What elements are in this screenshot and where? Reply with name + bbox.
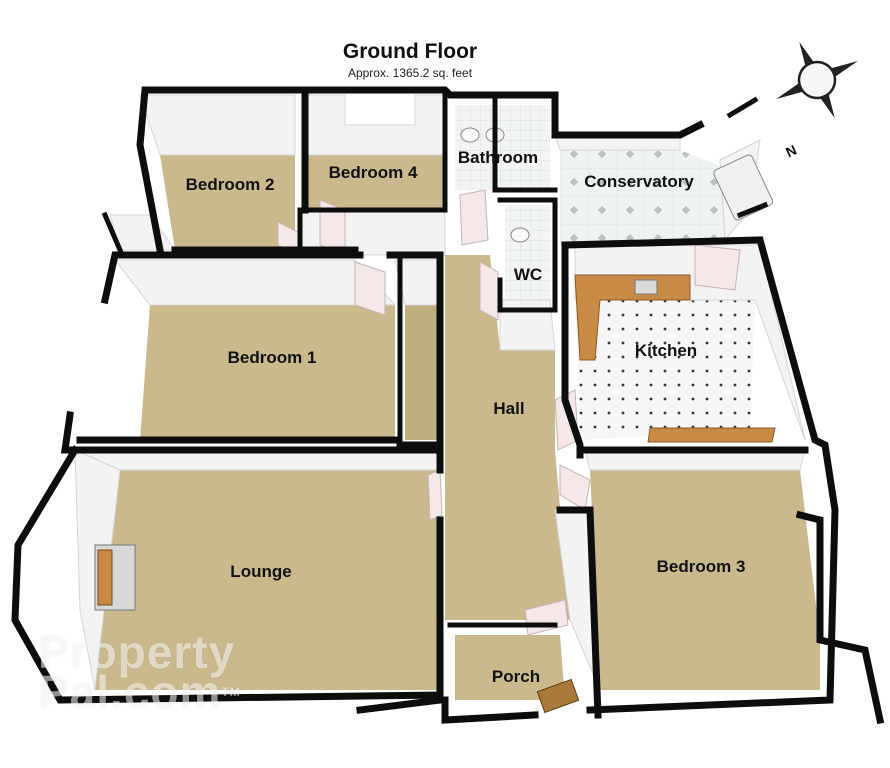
hall-floor [445, 255, 570, 620]
fireplace-icon [94, 544, 136, 611]
bath-icon [713, 154, 774, 221]
doormat-icon [536, 678, 580, 714]
wc-floor [505, 205, 550, 300]
watermark-line2: Pal.com [38, 666, 222, 718]
watermark-line1: Property [38, 626, 236, 678]
watermark-logo: Property Pal.comTM [38, 626, 241, 715]
toilet-icon [460, 127, 530, 243]
porch-floor [455, 635, 565, 700]
kitchen-floor [575, 300, 755, 440]
bedroom4-floor [305, 155, 445, 210]
room-label-bedroom4: Bedroom 4 [328, 163, 418, 182]
bathroom-floor [455, 105, 550, 190]
doors [277, 189, 741, 636]
area-subtitle: Approx. 1365.2 sq. feet [347, 66, 473, 80]
room-label-lounge: Lounge [230, 562, 292, 581]
room-label-kitchen: Kitchen [634, 341, 698, 360]
walls [11, 86, 885, 725]
watermark-tm: TM [221, 685, 241, 699]
room-label-bathroom: Bathroom [457, 148, 539, 167]
room-label-hall: Hall [493, 399, 525, 418]
room-label-conservatory: Conservatory [584, 172, 694, 191]
room-label-bedroom2: Bedroom 2 [185, 175, 275, 194]
bedroom3-floor [590, 470, 820, 690]
worktop-bottom [647, 427, 776, 443]
room-label-porch: Porch [491, 667, 541, 686]
conservatory-floor [560, 150, 730, 245]
kitchen-units [574, 274, 776, 443]
compass-icon [776, 41, 858, 119]
room-label-bedroom1: Bedroom 1 [227, 348, 317, 367]
floors [95, 155, 820, 700]
sink-icon [634, 279, 658, 295]
page-title: Ground Floor [342, 40, 478, 63]
bedroom1-floor [140, 305, 395, 440]
lounge-floor [95, 470, 440, 690]
room-label-wc: WC [513, 265, 543, 284]
bedroom2-floor [160, 155, 295, 250]
room-label-bedroom3: Bedroom 3 [656, 557, 746, 576]
worktop-top [574, 274, 691, 361]
corridor-floor [405, 305, 440, 440]
